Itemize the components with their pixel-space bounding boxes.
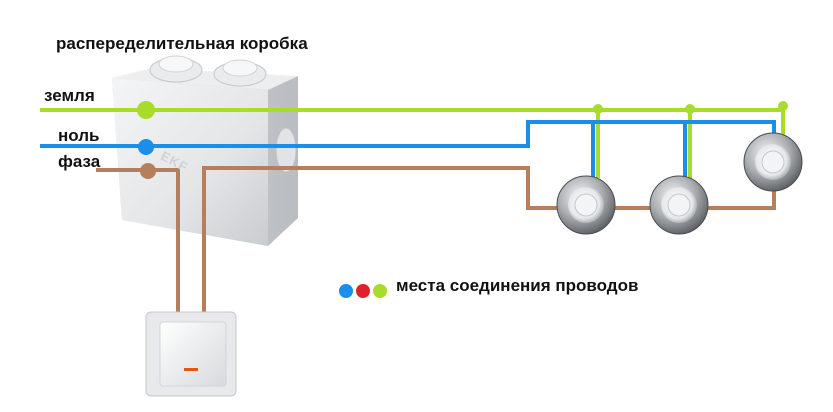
ground-connection-dot <box>137 101 155 119</box>
phase-label: фаза <box>58 152 101 171</box>
lamp-3 <box>743 132 803 192</box>
switch-indicator <box>184 368 198 371</box>
legend-dot-red <box>356 284 370 298</box>
legend-dots <box>339 284 387 298</box>
junction-box <box>112 55 298 246</box>
ground-label: земля <box>44 86 95 105</box>
box-gland-side <box>275 127 297 173</box>
ground-tap-dot-2 <box>685 104 695 114</box>
legend-dot-blue <box>339 284 353 298</box>
neutral-label: ноль <box>58 126 100 145</box>
neutral-wire <box>40 120 776 178</box>
phase-wire <box>96 166 776 312</box>
diagram-title: распеределительная коробка <box>56 34 308 53</box>
lamp-2 <box>649 175 709 235</box>
ground-tap-dot-1 <box>593 104 603 114</box>
ground-tap-dot-3 <box>778 101 788 111</box>
legend-dot-green <box>373 284 387 298</box>
lamp-1 <box>556 175 616 235</box>
legend-text: места соединения проводов <box>396 276 639 295</box>
light-switch <box>145 311 237 397</box>
neutral-connection-dot <box>138 139 154 155</box>
phase-connection-dot <box>140 163 156 179</box>
